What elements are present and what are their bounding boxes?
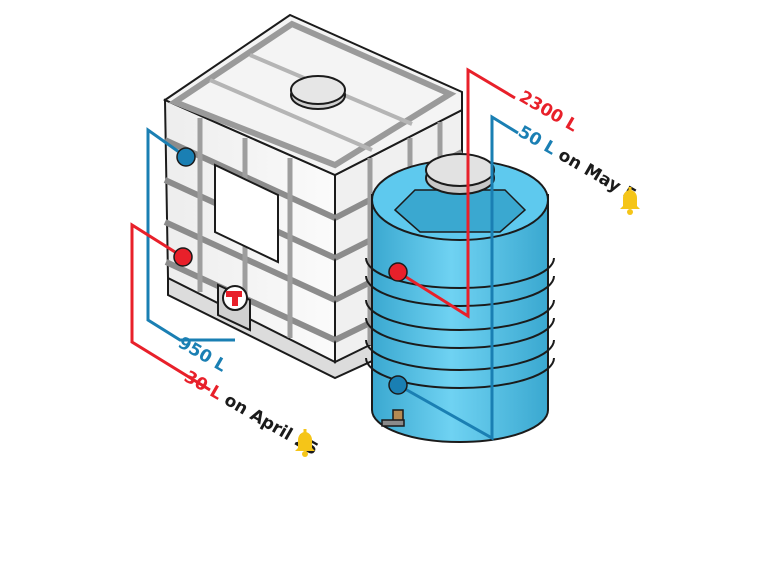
- tank-level-callout: [388, 67, 516, 319]
- bell-icon: [620, 187, 640, 215]
- blue-tank-tap: [381, 409, 405, 427]
- blue-tank: [365, 153, 555, 443]
- ibc-consumption-callout: [130, 222, 211, 392]
- ibc-consumption-sensor: [173, 247, 193, 267]
- ibc-outlet-valve: [217, 283, 251, 332]
- blue-tank-ribs: [365, 257, 555, 389]
- tank-consumption-callout: [388, 114, 519, 441]
- ibc-level-callout: [146, 127, 235, 342]
- tank-consumption-sensor: [388, 375, 408, 395]
- ibc-level-sensor: [176, 147, 196, 167]
- ibc-top-frame: [168, 20, 457, 169]
- ibc-label-plate: [214, 163, 279, 264]
- tank-consumption-value: 50 L: [515, 122, 560, 160]
- blue-tank-body: [371, 194, 549, 443]
- tank-level-sensor: [388, 262, 408, 282]
- bell-icon: [295, 429, 315, 457]
